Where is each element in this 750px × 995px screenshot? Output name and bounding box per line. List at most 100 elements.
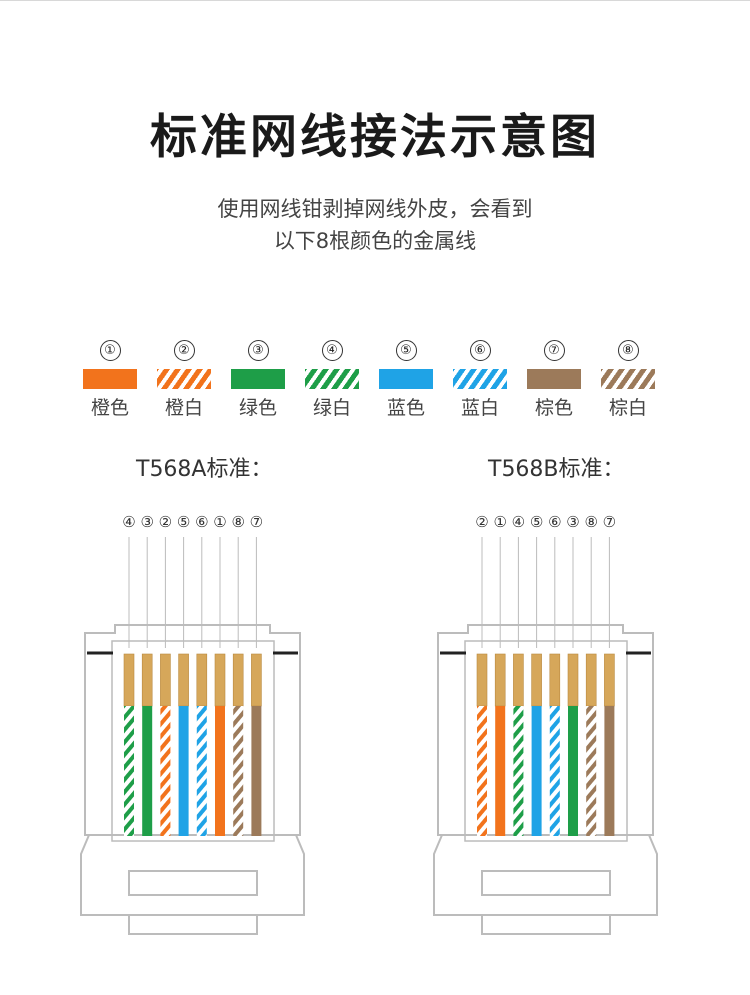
legend-number: ⑦ — [543, 340, 565, 361]
copper-contact — [141, 653, 153, 707]
connector-inner-frame — [464, 640, 628, 842]
copper-contact — [585, 653, 597, 707]
subtitle-line-2: 以下8根颜色的金属线 — [273, 229, 477, 253]
wire-green-white — [513, 706, 524, 836]
copper-contact — [531, 653, 542, 707]
legend-label: 蓝色 — [386, 397, 425, 419]
subtitle-line-1: 使用网线钳剥掉网线外皮，会看到 — [217, 197, 533, 221]
solid-swatch — [231, 369, 285, 389]
legend-number: ② — [173, 340, 195, 361]
legend-item-1: ① 橙色 — [80, 340, 140, 420]
pin-number-label: ⑤ — [530, 513, 543, 531]
pin-number-label: ① — [493, 513, 506, 531]
boot-window — [481, 870, 611, 896]
legend-number: ⑧ — [617, 340, 639, 361]
pin-number-label: ⑦ — [250, 513, 263, 531]
connector-inner-frame — [111, 640, 275, 842]
striped-swatch — [453, 369, 507, 389]
t568a-title: T568A标准： — [136, 457, 273, 482]
pin-number-label: ④ — [512, 513, 525, 531]
legend-number: ④ — [321, 340, 343, 361]
legend-item-4: ④ 绿白 — [302, 340, 362, 420]
copper-contact — [513, 653, 524, 707]
wire-blue — [531, 706, 542, 836]
legend-number: ⑥ — [469, 340, 491, 361]
wire-brown-white — [586, 706, 597, 836]
legend-item-5: ⑤ 蓝色 — [376, 340, 436, 420]
copper-contact — [604, 653, 615, 707]
pin-number-label: ⑥ — [195, 513, 208, 531]
legend-item-2: ② 橙白 — [154, 340, 214, 420]
solid-swatch — [379, 369, 433, 389]
copper-contact — [476, 653, 488, 707]
pin-number-label: ③ — [140, 513, 153, 531]
copper-contact — [214, 653, 226, 707]
wire-blue-white — [196, 706, 207, 836]
pin-number-label: ⑦ — [603, 513, 616, 531]
cable-stub — [481, 914, 611, 935]
page-subtitle: 使用网线钳剥掉网线外皮，会看到 以下8根颜色的金属线 — [0, 193, 750, 257]
copper-contact — [549, 653, 561, 707]
copper-contact — [123, 653, 135, 707]
wire-brown-white — [233, 706, 244, 836]
copper-contact — [196, 653, 208, 707]
legend-number: ⑤ — [395, 340, 417, 361]
wire-orange-white — [160, 706, 171, 836]
wire-orange — [215, 706, 225, 836]
connector-body-outline — [84, 624, 301, 836]
striped-swatch — [157, 369, 211, 389]
wire-green-white — [124, 706, 134, 836]
connector-boot-outline — [80, 834, 305, 916]
copper-contact — [494, 653, 506, 707]
legend-label: 棕色 — [534, 397, 573, 419]
legend-label: 蓝白 — [460, 397, 499, 419]
wire-brown — [604, 706, 615, 836]
legend-label: 绿白 — [312, 397, 351, 419]
legend-label: 橙白 — [164, 397, 203, 419]
copper-contact — [160, 653, 171, 707]
legend-label: 棕白 — [608, 397, 647, 419]
legend-item-6: ⑥ 蓝白 — [450, 340, 510, 420]
pin-number-label: ⑥ — [548, 513, 561, 531]
top-divider — [0, 0, 750, 1]
striped-swatch — [601, 369, 655, 389]
solid-swatch — [83, 369, 137, 389]
pin-number-label: ④ — [122, 513, 135, 531]
connector-boot-outline — [433, 834, 658, 916]
copper-contact — [251, 653, 262, 707]
pin-number-label: ⑧ — [231, 513, 244, 531]
pin-number-label: ⑤ — [177, 513, 190, 531]
pin-number-label: ② — [159, 513, 172, 531]
legend-item-8: ⑧ 棕白 — [598, 340, 658, 420]
legend-number: ③ — [247, 340, 269, 361]
wire-color-legend: ① 橙色 ② 橙白 ③ 绿色 ④ 绿白 ⑤ 蓝色 ⑥ 蓝白 ⑦ 棕色 ⑧ 棕白 — [0, 340, 750, 440]
legend-number: ① — [99, 340, 121, 361]
legend-label: 橙色 — [90, 397, 129, 419]
striped-swatch — [305, 369, 359, 389]
pin-number-label: ① — [213, 513, 226, 531]
legend-item-3: ③ 绿色 — [228, 340, 288, 420]
legend-label: 绿色 — [238, 397, 277, 419]
pin-number-label: ② — [475, 513, 488, 531]
cable-stub — [128, 914, 258, 935]
copper-contact — [232, 653, 244, 707]
boot-window — [128, 870, 258, 896]
t568b-title: T568B标准： — [488, 457, 625, 482]
pin-number-label: ③ — [566, 513, 579, 531]
pin-number-label: ⑧ — [584, 513, 597, 531]
solid-swatch — [527, 369, 581, 389]
wire-brown — [251, 706, 262, 836]
wire-blue — [178, 706, 189, 836]
wire-green — [142, 706, 153, 836]
wire-orange — [495, 706, 506, 836]
legend-item-7: ⑦ 棕色 — [524, 340, 584, 420]
wire-orange-white — [477, 706, 487, 836]
connector-body-outline — [437, 624, 654, 836]
copper-contact — [178, 653, 189, 707]
copper-contact — [567, 653, 579, 707]
wire-blue-white — [549, 706, 560, 836]
wire-green — [568, 706, 578, 836]
